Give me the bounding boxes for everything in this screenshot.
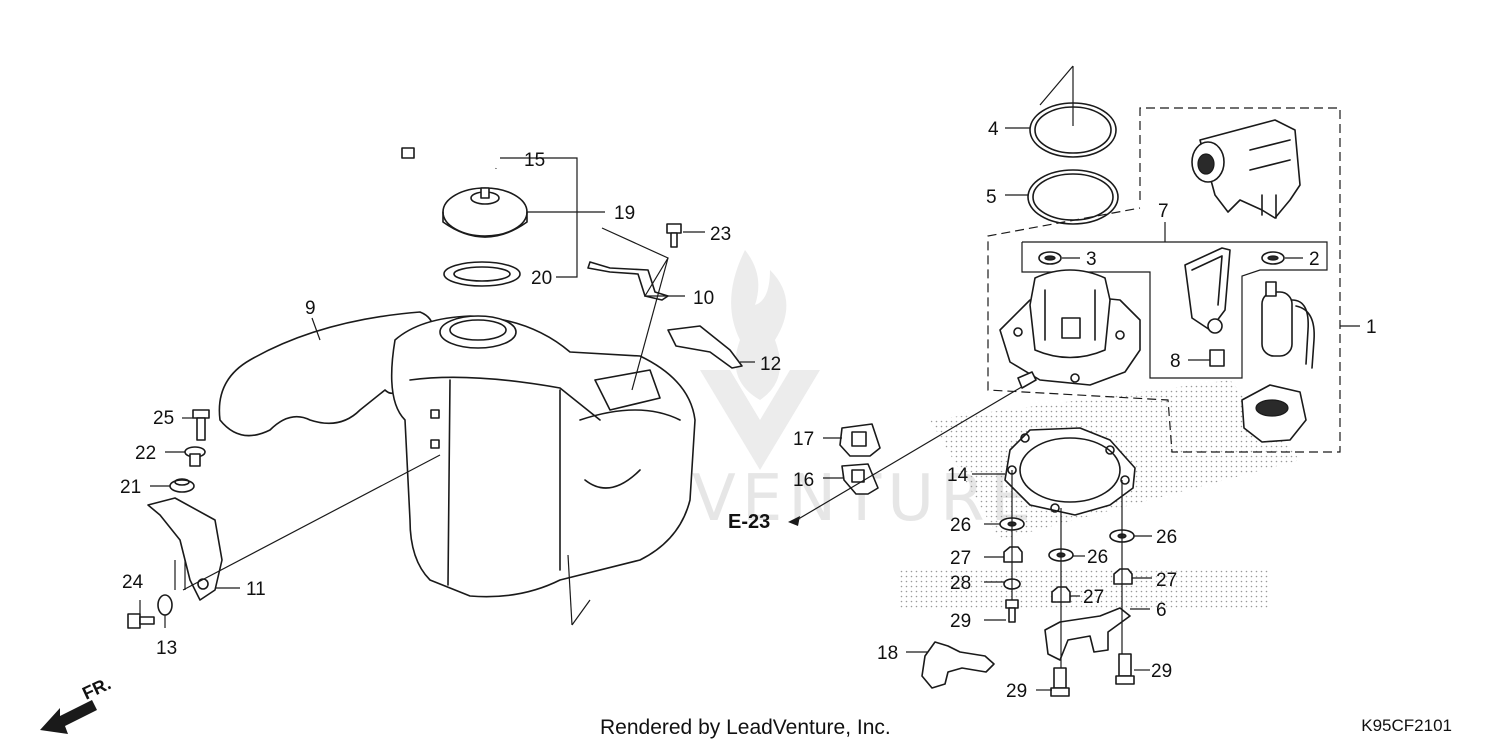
- callout-23: 23: [710, 224, 731, 245]
- leader-lines-right: [984, 470, 1152, 691]
- callout-29-a: 29: [950, 611, 971, 632]
- callout-14: 14: [947, 465, 969, 486]
- diagram-code: K95CF2101: [1361, 716, 1452, 735]
- callout-13: 13: [156, 638, 177, 659]
- front-marker: FR.: [79, 673, 114, 703]
- bolt-29-c: [1050, 667, 1070, 697]
- reference-arrow: [788, 516, 800, 526]
- bolt-29-a: [1005, 599, 1019, 623]
- callout-27-b: 27: [1083, 587, 1104, 608]
- callout-1: 1: [1366, 317, 1377, 338]
- assembly-1-boundary: [987, 107, 1341, 453]
- callout-29-b: 29: [1151, 661, 1172, 682]
- fuel-cap: [442, 187, 528, 238]
- callout-16: 16: [793, 470, 814, 491]
- bolt-29-b: [1115, 653, 1135, 685]
- callout-9: 9: [305, 298, 316, 319]
- fuel-pump-motor: [1261, 281, 1315, 369]
- callout-22: 22: [135, 443, 156, 464]
- callout-27-c: 27: [1156, 570, 1177, 591]
- callout-28: 28: [950, 573, 971, 594]
- callout-24: 24: [122, 572, 144, 593]
- cap-gasket: [443, 261, 521, 287]
- rubber-21: [169, 479, 195, 493]
- setting-plate-6: [1044, 607, 1131, 661]
- nut-27-c: [1113, 568, 1133, 585]
- seal-3-hole: [1044, 255, 1056, 261]
- leader-lines-left: [139, 157, 755, 628]
- callout-5: 5: [986, 187, 997, 208]
- collar-22-body: [189, 453, 201, 467]
- grommet-16: [841, 463, 879, 495]
- fuel-tank: [390, 315, 696, 598]
- bolt-24: [127, 613, 155, 629]
- callout-6: 6: [1156, 600, 1167, 621]
- callout-27-a: 27: [950, 548, 971, 569]
- fuel-level-sender: [1191, 119, 1301, 219]
- callout-3: 3: [1086, 249, 1097, 270]
- tank-stay: [147, 497, 223, 601]
- gasket-14: [1004, 427, 1136, 516]
- ring-5: [1027, 169, 1119, 225]
- callout-8: 8: [1170, 351, 1181, 372]
- ring-axis-top: [1039, 65, 1074, 106]
- harness-clip-18: [921, 641, 995, 689]
- callout-7: 7: [1158, 201, 1169, 222]
- callout-10: 10: [693, 288, 714, 309]
- tank-clip: [667, 325, 743, 369]
- reference-leader: [794, 384, 1026, 522]
- mounting-bracket: [587, 261, 669, 301]
- callout-4: 4: [988, 119, 999, 140]
- breather-tube: [401, 117, 501, 169]
- washer-13: [157, 594, 173, 616]
- shading-area-lower: [900, 570, 1270, 610]
- fuel-pump-flange: [999, 269, 1141, 389]
- callout-18: 18: [877, 643, 898, 664]
- callout-12: 12: [760, 354, 781, 375]
- callout-17: 17: [793, 429, 814, 450]
- callout-21: 21: [120, 477, 141, 498]
- callout-29-c: 29: [1006, 681, 1027, 702]
- bolt-23: [666, 223, 682, 248]
- front-direction-arrow: FR.: [40, 673, 114, 734]
- callout-26-c: 26: [1156, 527, 1177, 548]
- seal-2-hole: [1267, 255, 1279, 261]
- bolt-25: [192, 409, 210, 441]
- fuel-filter: [1184, 247, 1231, 334]
- callout-20: 20: [531, 268, 552, 289]
- footer-credit: Rendered by LeadVenture, Inc.: [600, 716, 891, 739]
- rubber-21-inner: [174, 478, 190, 486]
- callout-26-b: 26: [1087, 547, 1108, 568]
- reference-e23: E-23: [728, 511, 770, 533]
- nut-27-a: [1003, 546, 1023, 563]
- cap-gasket-inner: [453, 266, 511, 282]
- callout-2: 2: [1309, 249, 1320, 270]
- pump-base: [1241, 384, 1307, 443]
- callout-19: 19: [614, 203, 635, 224]
- callout-11: 11: [246, 579, 266, 600]
- clip-8: [1209, 349, 1225, 367]
- callout-25: 25: [153, 408, 174, 429]
- grommet-17: [839, 423, 881, 457]
- callout-15: 15: [524, 150, 545, 171]
- callout-26-a: 26: [950, 515, 971, 536]
